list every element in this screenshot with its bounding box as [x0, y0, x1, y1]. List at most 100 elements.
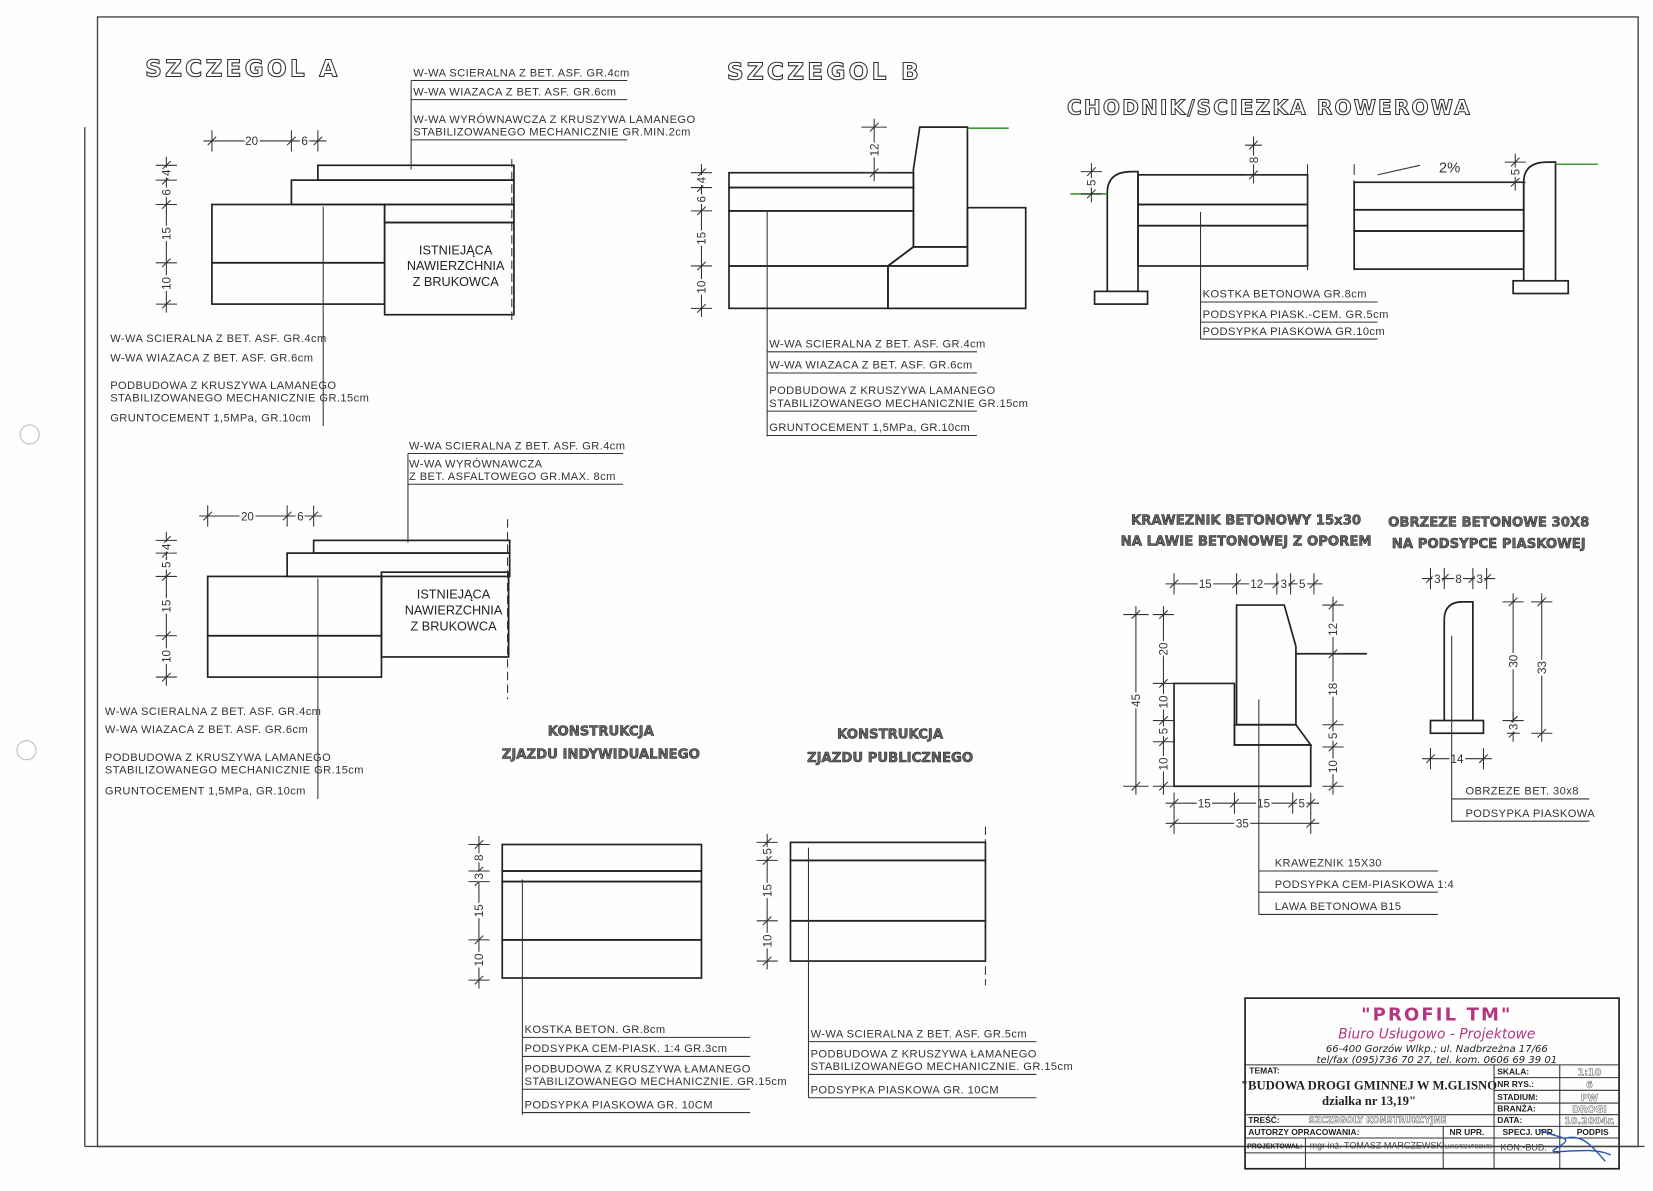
- layer-label: Z BET. ASFALTOWEGO GR.MAX. 8cm: [409, 471, 616, 483]
- slope-arrow: [1377, 164, 1421, 176]
- dimension-label: 20: [241, 510, 254, 523]
- edging-stone: [1443, 601, 1474, 721]
- dimension-label: 8: [1248, 157, 1261, 163]
- wearing-course-layer: [728, 171, 915, 189]
- edging-right: [1522, 161, 1557, 281]
- dimension-label: 10: [1158, 757, 1171, 770]
- layer-label: PODSYPKA PIASKOWA: [1465, 808, 1595, 820]
- individual-driveway-title: ZJAZDU INDYWIDUALNEGO: [502, 748, 700, 763]
- aggregate-base-layer: [206, 575, 383, 637]
- edging-base: [1512, 279, 1570, 295]
- detail-a-variant: ISTNIEJĄCA NAWIERZCHNIA Z BRUKOWCA: [206, 519, 511, 700]
- layer-label: W-WA SCIERALNA Z BET. ASF. GR.4cm: [413, 67, 629, 79]
- paver-layer: [1137, 173, 1309, 206]
- company-address: 66-400 Gorzów Wlkp.; ul. Nadbrzeżna 17/6…: [1326, 1043, 1548, 1055]
- dimension-label: 35: [1236, 818, 1249, 831]
- layer-label: W-WA WYRÓWNAWCZA: [409, 457, 543, 470]
- dimension-label: 15: [473, 904, 486, 917]
- curb-bedding: [885, 246, 969, 267]
- layer-label: W-WA SCIERALNA Z BET. ASF. GR.4cm: [409, 440, 625, 452]
- field-label: DATA:: [1497, 1115, 1522, 1125]
- layer-label: PODSYPKA PIASKOWA GR.10cm: [1203, 326, 1385, 338]
- layer-label: W-WA WIAZACA Z BET. ASF. GR.6cm: [769, 360, 972, 372]
- dimension-label: 15: [761, 884, 774, 897]
- dimension-label: 10: [473, 953, 486, 966]
- curb-detail: KRAWEZNIK BETONOWY 15x30 NA LAWIE BETONO…: [1120, 513, 1372, 788]
- layer-label: PODSYPKA PIASKOWA GR. 10CM: [525, 1099, 713, 1111]
- dimension-label: 5: [1158, 728, 1171, 734]
- designer-label: PROJEKTOWAŁ:: [1247, 1142, 1302, 1151]
- detail-b-title: SZCZEGOL B: [727, 58, 922, 85]
- layer-label: GRUNTOCEMENT 1,5MPa, GR.10cm: [769, 422, 970, 434]
- specialty-value: KON.-BUD.: [1500, 1143, 1547, 1153]
- field-label: BRANŻA:: [1497, 1104, 1536, 1114]
- aggregate-base-layer: [211, 203, 386, 264]
- edging-title: NA PODSYPCE PIASKOWEJ: [1392, 537, 1586, 552]
- layer-label: PODBUDOWA Z KRUSZYWA LAMANEGO: [769, 385, 995, 397]
- layer-label: PODSYPKA PIASK.-CEM. GR.5cm: [1203, 309, 1389, 321]
- dimension-label: 10: [761, 934, 774, 947]
- signature: [1538, 1128, 1611, 1162]
- field-value: 6: [1586, 1080, 1593, 1091]
- dimension-label: 3: [1434, 573, 1440, 586]
- existing-pavement-text: NAWIERZCHNIA: [407, 258, 505, 273]
- dimension-label: 5: [1509, 169, 1522, 175]
- dimension-label: 4: [696, 176, 709, 183]
- dimension-label: 10: [161, 649, 174, 662]
- signature-label: PODPIS: [1577, 1127, 1609, 1137]
- curb-title: KRAWEZNIK BETONOWY 15x30: [1131, 514, 1361, 529]
- dimension-label: 6: [161, 189, 174, 195]
- dimension-label: 10: [1327, 760, 1340, 773]
- individual-driveway-title: KONSTRUKCJA: [548, 724, 655, 739]
- punch-hole: [19, 424, 40, 445]
- dimension-label: 8: [473, 855, 486, 861]
- dimension-label: 5: [1298, 797, 1304, 810]
- sheet-frame: [96, 16, 1639, 1148]
- wearing-course-layer: [317, 164, 515, 181]
- project-title: dzialka nr 13,19": [1322, 1094, 1416, 1108]
- public-driveway-title: ZJAZDU PUBLICZNEGO: [807, 751, 973, 766]
- layer-label: W-WA WIAZACA Z BET. ASF. GR.6cm: [105, 724, 308, 736]
- layer-label: KRAWEZNIK 15X30: [1275, 858, 1382, 870]
- cement-sand-bedding: [501, 870, 703, 883]
- layer-label: KOSTKA BETONOWA GR.8cm: [1203, 289, 1367, 301]
- existing-pavement-box: [383, 221, 515, 316]
- dimension-label: 12: [868, 143, 881, 156]
- layer-label: LAWA BETONOWA B15: [1275, 901, 1402, 913]
- dimension-label: 15: [161, 600, 174, 613]
- authors-label: AUTORZY OPRACOWANIA:: [1248, 1127, 1359, 1137]
- layer-label: STABILIZOWANEGO MECHANICZNIE GR.15cm: [769, 398, 1028, 410]
- layer-label: W-WA SCIERALNA Z BET. ASF. GR.4cm: [105, 706, 321, 718]
- field-label: STADIUM:: [1497, 1092, 1538, 1102]
- aggregate-base-layer: [383, 203, 515, 224]
- dimension-label: 5: [1299, 578, 1305, 591]
- layer-label: OBRZEZE BET. 30x8: [1465, 786, 1578, 798]
- field-label: NR RYS.:: [1497, 1079, 1534, 1089]
- existing-pavement-text: Z BRUKOWCA: [410, 618, 497, 633]
- paver-layer: [1353, 181, 1525, 211]
- layer-label: STABILIZOWANEGO MECHANICZNIE. GR.15cm: [525, 1076, 788, 1088]
- field-value: 10.2004r.: [1564, 1116, 1614, 1127]
- dimension-label: 5: [161, 562, 174, 568]
- existing-pavement-text: Z BRUKOWCA: [413, 274, 500, 289]
- dimension-label: 6: [297, 510, 303, 523]
- concrete-curb: [912, 126, 969, 248]
- layer-label: PODSYPKA CEM-PIASKOWA 1:4: [1275, 879, 1454, 891]
- existing-pavement-text: NAWIERZCHNIA: [405, 603, 503, 618]
- soil-cement-layer: [728, 265, 889, 310]
- license-no-label: NR UPR.: [1450, 1127, 1485, 1137]
- soil-cement-layer: [211, 261, 386, 305]
- layer-label: STABILIZOWANEGO MECHANICZNIE GR.15cm: [105, 765, 364, 777]
- dimension-label: 15: [161, 227, 174, 240]
- concrete-bench: [1173, 682, 1312, 788]
- content-value: SZCZEGOLY KONSTRUKCYJNE: [1308, 1115, 1446, 1125]
- layer-label: PODBUDOWA Z KRUSZYWA LAMANEGO: [105, 752, 331, 764]
- dimension-label: 45: [1130, 694, 1143, 707]
- dimension-label: 33: [1536, 661, 1549, 674]
- layer-label: GRUNTOCEMENT 1,5MPa, GR.10cm: [110, 413, 311, 425]
- dimension-label: 6: [301, 135, 307, 148]
- aggregate-base-layer: [501, 880, 703, 941]
- binder-course-layer: [290, 179, 515, 206]
- cement-sand-bedding: [1233, 723, 1313, 746]
- dimension-label: 12: [1327, 623, 1340, 636]
